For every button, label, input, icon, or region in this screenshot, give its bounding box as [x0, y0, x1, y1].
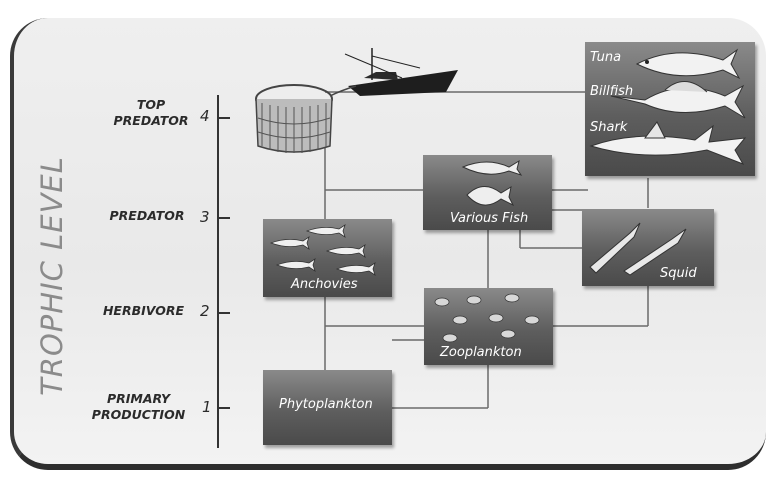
zooplankton-icon-4: [452, 315, 468, 325]
top-predator-fish-icons: [589, 48, 747, 165]
various-fish-box: Various Fish: [423, 155, 552, 230]
zooplankton-icon-1: [434, 297, 450, 307]
fishing-net-icon: [255, 84, 357, 153]
squid-box: Squid: [582, 209, 714, 286]
fishing-boat-icon: [344, 48, 458, 96]
zooplankton-icon-5: [488, 313, 504, 323]
phytoplankton-label: Phytoplankton: [279, 397, 373, 412]
top-predators-box: Tuna Billfish Shark: [585, 42, 755, 176]
various-fish-label: Various Fish: [450, 211, 529, 226]
anchovy-icon-4: [275, 258, 316, 272]
squid-icon-2: [623, 228, 687, 276]
anchovy-icon-5: [335, 262, 376, 276]
billfish-icon: [610, 81, 746, 119]
level-number-3: 3: [200, 208, 210, 226]
level-label-predator: PREDATOR: [109, 208, 185, 223]
squid-icon-1: [589, 222, 641, 274]
zooplankton-icon-6: [524, 315, 540, 325]
anchovy-icons: [269, 224, 376, 276]
anchovy-icon-2: [305, 224, 346, 238]
zooplankton-label: Zooplankton: [440, 345, 522, 360]
phytoplankton-box: Phytoplankton: [263, 370, 392, 445]
shark-label: Shark: [590, 120, 628, 135]
zooplankton-icon-7: [442, 333, 458, 343]
fish-icon-2: [466, 185, 515, 207]
anchovies-box: Anchovies: [263, 219, 392, 297]
level-number-4: 4: [200, 107, 210, 125]
anchovies-label: Anchovies: [291, 277, 358, 292]
squid-label: Squid: [660, 266, 697, 281]
zooplankton-icon-2: [466, 295, 482, 305]
various-fish-icons: [461, 159, 523, 207]
tuna-icon: [635, 48, 741, 80]
zooplankton-icon-8: [500, 329, 516, 339]
zooplankton-icons: [434, 293, 540, 343]
tuna-label: Tuna: [590, 50, 622, 65]
level-label-herbivore: HERBIVORE: [102, 303, 185, 318]
level-number-2: 2: [200, 302, 210, 320]
level-number-1: 1: [202, 398, 212, 416]
zooplankton-icon-3: [504, 293, 520, 303]
billfish-label: Billfish: [590, 84, 634, 99]
anchovy-icon-1: [269, 236, 310, 250]
anchovy-icon-3: [325, 244, 366, 258]
fish-icon-1: [461, 159, 523, 176]
squid-icons: [589, 222, 687, 276]
shark-icon: [589, 121, 747, 165]
zooplankton-box: Zooplankton: [424, 288, 553, 365]
